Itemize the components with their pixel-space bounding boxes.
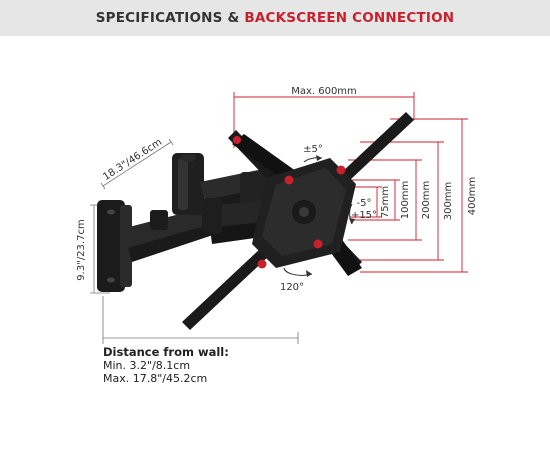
mount-head-plate bbox=[252, 158, 356, 268]
label-vesa-100: 100mm bbox=[400, 181, 411, 220]
distance-title: Distance from wall: bbox=[103, 345, 229, 359]
label-arm-length: 18.3"/46.6cm bbox=[101, 137, 164, 183]
vesa-hole-marker bbox=[313, 239, 323, 249]
label-vesa-300: 300mm bbox=[443, 182, 454, 221]
vesa-hole-marker bbox=[336, 165, 346, 175]
header-bar bbox=[0, 0, 550, 36]
page-title: SPECIFICATIONS & BACKSCREEN CONNECTION bbox=[0, 0, 550, 36]
distance-from-wall: Distance from wall: Min. 3.2"/8.1cm Max.… bbox=[103, 345, 229, 386]
vesa-hole-marker bbox=[233, 136, 241, 144]
lower-arm bbox=[125, 205, 222, 262]
rear-bracket bbox=[172, 153, 204, 215]
label-swivel: 120° bbox=[280, 282, 304, 293]
distance-max: Max. 17.8"/45.2cm bbox=[103, 372, 208, 385]
rotation-arrowheads bbox=[306, 155, 355, 277]
wall-plate bbox=[97, 200, 132, 292]
vesa-hole-markers bbox=[233, 136, 346, 269]
label-vesa-75: 75mm bbox=[380, 186, 391, 218]
label-tilt-down: -5° bbox=[357, 198, 372, 209]
title-ampersand: & bbox=[227, 10, 240, 26]
label-vesa-200: 200mm bbox=[421, 181, 432, 220]
vesa-hole-marker bbox=[257, 259, 267, 269]
label-rotation: ±5° bbox=[303, 144, 323, 155]
label-wall-plate-height: 9.3"/23.7cm bbox=[76, 219, 87, 280]
title-specifications: SPECIFICATIONS bbox=[95, 10, 223, 26]
title-backscreen-connection: BACKSCREEN CONNECTION bbox=[244, 10, 455, 26]
arm-dimension-lines bbox=[90, 138, 299, 344]
label-max-width: Max. 600mm bbox=[291, 86, 357, 97]
distance-min: Min. 3.2"/8.1cm bbox=[103, 359, 191, 372]
vesa-hole-marker bbox=[284, 175, 294, 185]
label-vesa-400: 400mm bbox=[467, 177, 478, 216]
label-tilt-up: +15° bbox=[351, 210, 377, 221]
upper-arm bbox=[200, 168, 280, 215]
